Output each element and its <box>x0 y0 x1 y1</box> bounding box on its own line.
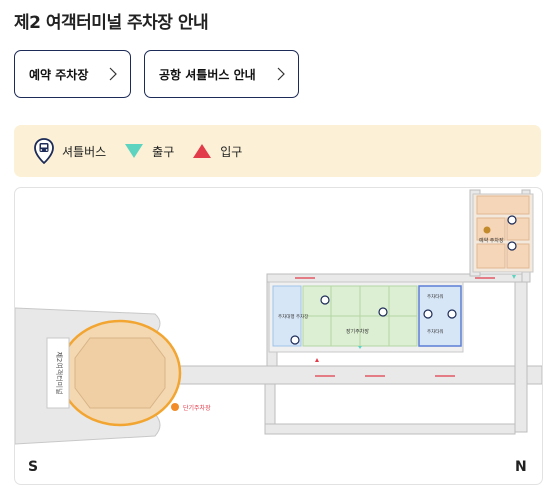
chevron-right-icon <box>277 67 285 81</box>
page-title: 제2 여객터미널 주차장 안내 <box>14 13 209 33</box>
shuttle-bus-info-button[interactable]: 공항 셔틀버스 안내 <box>144 50 299 98</box>
compass-north: N <box>515 459 527 475</box>
shuttle-stops <box>290 215 517 345</box>
exit-triangle-icon <box>125 144 144 158</box>
reserved-parking-label: 예약 주차장 <box>29 67 89 82</box>
chevron-right-icon <box>109 67 117 81</box>
legend-shuttle: 셔틀버스 <box>34 138 106 164</box>
shuttle-lot-label: 주차대행 주차장 <box>278 313 308 320</box>
map-legend: 셔틀버스 출구 입구 <box>14 125 541 177</box>
legend-entrance: 입구 <box>192 143 242 160</box>
reserved-lot-label: 예약 주차장 <box>479 237 504 244</box>
legend-exit-label: 출구 <box>152 144 175 159</box>
legend-entrance-label: 입구 <box>220 144 243 159</box>
reserved-parking-button[interactable]: 예약 주차장 <box>14 50 131 98</box>
parking-map[interactable]: 제2여객터미널 단기주차장 장기주차장 주차대행 주차장 주차타워 주차타워 예… <box>14 187 543 485</box>
short-term-parking-label: 단기주차장 <box>183 404 211 412</box>
direction-arrows <box>295 277 495 377</box>
parking-map-drawing: 제2여객터미널 단기주차장 장기주차장 주차대행 주차장 주차타워 주차타워 예… <box>15 189 542 445</box>
parking-tower-1-label: 주차타워 <box>427 293 444 300</box>
legend-shuttle-label: 셔틀버스 <box>62 144 107 159</box>
compass-south: S <box>28 459 39 475</box>
shuttle-bus-pin-icon <box>34 138 54 164</box>
legend-exit: 출구 <box>124 143 174 160</box>
terminal-label: 제2여객터미널 <box>55 351 64 394</box>
long-term-lot-label: 장기주차장 <box>346 328 369 335</box>
shuttle-bus-info-label: 공항 셔틀버스 안내 <box>159 67 256 82</box>
entrance-triangle-icon <box>193 144 212 158</box>
parking-tower-2-label: 주차타워 <box>427 328 444 335</box>
